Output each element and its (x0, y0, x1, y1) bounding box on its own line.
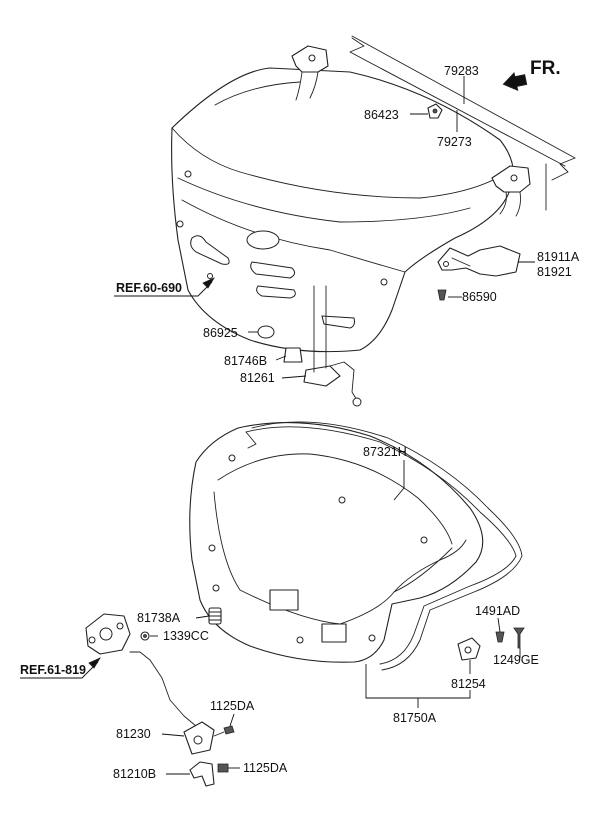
screw-86590 (437, 289, 447, 301)
lid-cutout-right (321, 315, 355, 329)
label-79283: 79283 (444, 64, 479, 78)
label-86423: 86423 (364, 108, 399, 122)
lid-hole-c (380, 278, 388, 286)
label-ref-60-690[interactable]: REF.60-690 (116, 281, 182, 295)
trim-recess (393, 539, 467, 593)
trunk-trim-panel (189, 422, 484, 663)
screw-1249ge (513, 627, 525, 649)
bolt-1125da-lower (217, 763, 229, 773)
hinge-left (291, 45, 329, 101)
label-ref-61-819[interactable]: REF.61-819 (20, 663, 86, 677)
trunk-lid-outer-shell (171, 67, 514, 353)
bracket-81911a (437, 245, 521, 277)
ref-60-690-arrowhead (202, 277, 216, 289)
rod-79273 (349, 37, 566, 167)
leader-87321h (393, 460, 405, 501)
leader-81738a (195, 615, 210, 619)
bracket-81210b (189, 761, 215, 787)
trim-latch-cover (269, 589, 299, 611)
label-86925: 86925 (203, 326, 238, 340)
label-81254: 81254 (451, 677, 486, 691)
bolt-1125da-upper (223, 725, 235, 735)
trim-clip-hole-c (420, 536, 428, 544)
lid-hole-b (184, 170, 192, 178)
part-labels: 79283 79273 86423 81911A 81921 86590 869… (20, 64, 580, 781)
trim-inner-lower (213, 491, 453, 625)
trunk-lid-rods (349, 35, 576, 211)
label-79273: 79273 (437, 135, 472, 149)
label-81230: 81230 (116, 727, 151, 741)
leader-1491ad (497, 617, 501, 633)
lid-cutout-center (250, 261, 296, 279)
leader-81261 (281, 375, 307, 379)
leader-81746b (275, 355, 287, 361)
leader-lines (20, 76, 535, 775)
front-label: FR. (530, 58, 561, 79)
leader-1125da-upper (229, 713, 235, 727)
trim-clip-hole-e (212, 584, 220, 592)
trim-handle-pocket (321, 623, 347, 643)
lid-cutout-lower (256, 285, 296, 299)
lid-cutout-oval (246, 230, 280, 250)
leader-81230 (161, 733, 185, 737)
clip-86423 (427, 103, 443, 119)
leader-ref-61-819 (20, 661, 99, 679)
label-86590: 86590 (462, 290, 497, 304)
trim-inner-upper (217, 453, 453, 545)
latch-assembly-upper (85, 613, 197, 727)
label-1249ge: 1249GE (493, 653, 539, 667)
label-87321h: 87321H (363, 445, 407, 459)
trunk-lid-panel (171, 67, 514, 353)
label-1339cc: 1339CC (163, 629, 209, 643)
label-81738a: 81738A (137, 611, 181, 625)
grommet-81746b (283, 347, 303, 363)
lid-hole-d (207, 273, 213, 279)
plug-86925 (257, 325, 275, 339)
trim-clip-hole-g (296, 636, 304, 644)
rod-79283 (351, 35, 576, 159)
trunk-lid-inner-edge (181, 199, 406, 273)
trunk-lid-edge (177, 177, 471, 223)
trim-clip-hole-d (208, 544, 216, 552)
switch-81261 (303, 285, 362, 407)
trunk-lid-highlight (214, 81, 301, 106)
label-81261: 81261 (240, 371, 275, 385)
lid-hole-a (176, 220, 184, 228)
label-81746b: 81746B (224, 354, 267, 368)
front-direction-indicator: FR. (502, 58, 561, 92)
clip-81738a (208, 607, 222, 625)
actuator-81230 (183, 721, 225, 755)
label-1125da-upper: 1125DA (210, 699, 255, 713)
label-81210b: 81210B (113, 767, 156, 781)
trim-clip-hole-b (338, 496, 346, 504)
hook-81254 (457, 637, 481, 661)
nut-1339cc (140, 631, 150, 641)
weatherstrip-87321h (245, 421, 523, 671)
label-81750a: 81750A (393, 711, 437, 725)
screw-1491ad (495, 631, 505, 643)
trim-clip-hole-a (228, 454, 236, 462)
trim-clip-hole-f (368, 634, 376, 642)
label-81911a: 81911A (537, 250, 580, 264)
ref-61-819-arrowhead (88, 657, 102, 669)
label-1125da-lower: 1125DA (243, 761, 288, 775)
label-1491ad: 1491AD (475, 604, 520, 618)
hinge-right (491, 165, 531, 217)
trunk-lid-crease (171, 127, 511, 199)
label-81921: 81921 (537, 265, 572, 279)
lid-cutout-left (190, 235, 230, 265)
rod-end-hook (551, 157, 576, 181)
front-arrow-icon (502, 71, 528, 92)
